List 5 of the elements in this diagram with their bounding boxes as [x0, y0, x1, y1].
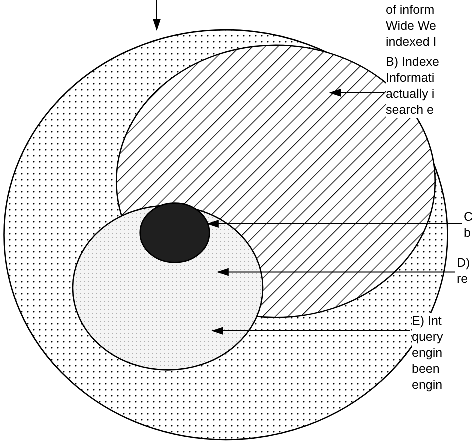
leader-arrow: [212, 327, 410, 336]
leader-arrow: [153, 0, 161, 32]
leader-arrow: [329, 88, 384, 97]
ellipse-region: [140, 203, 210, 263]
leader-arrow: [206, 220, 462, 228]
